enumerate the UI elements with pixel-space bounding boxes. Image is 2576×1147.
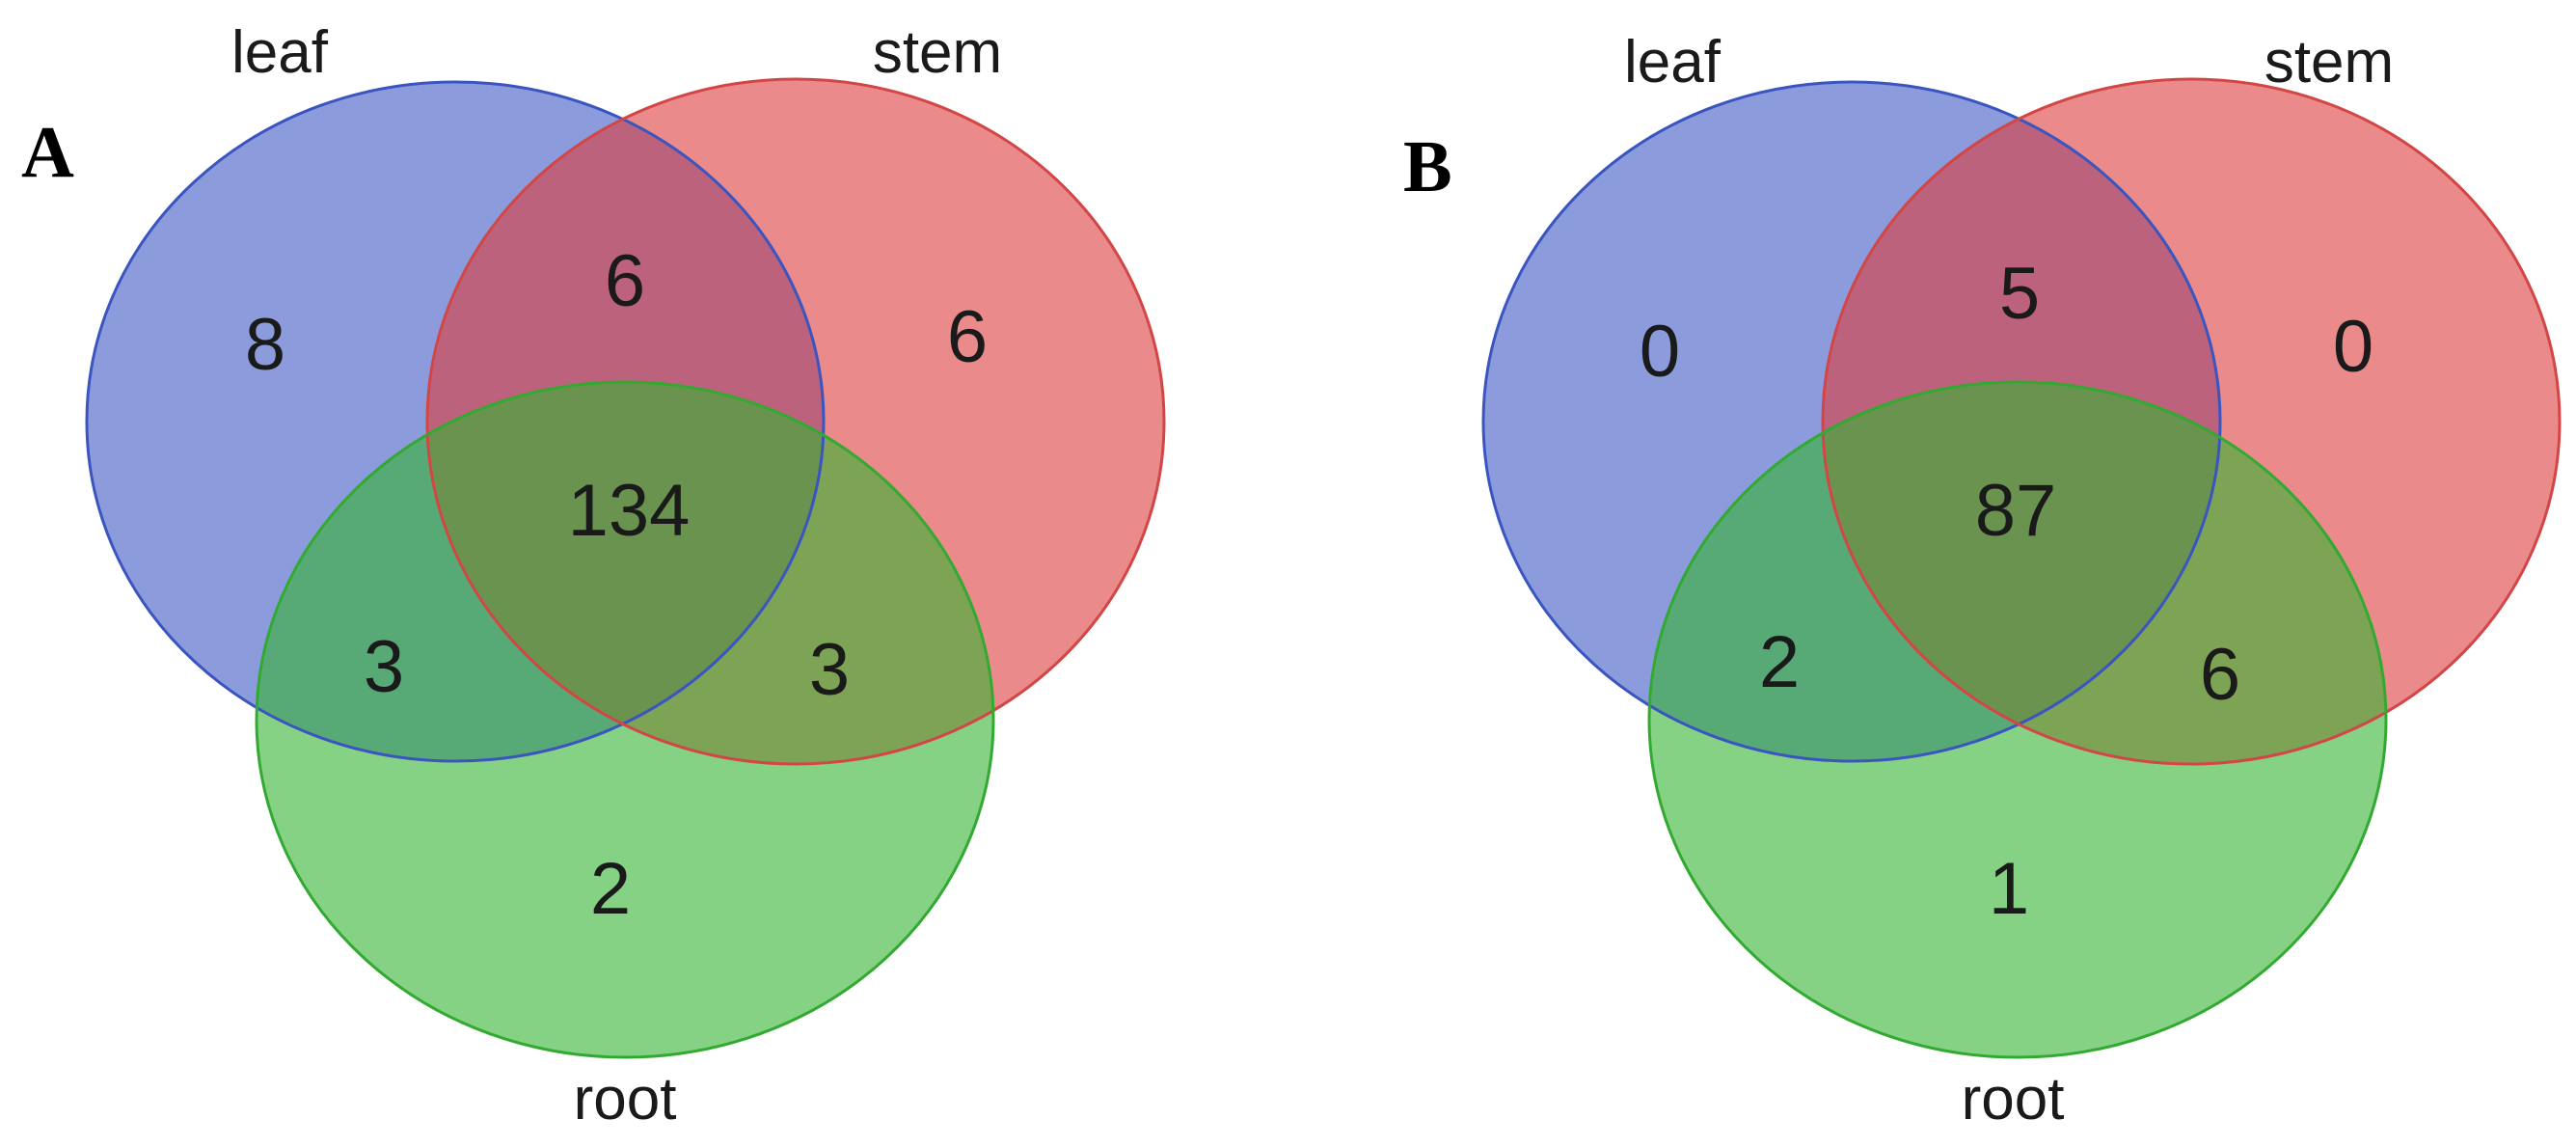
count-stem-root: 6 — [2200, 634, 2240, 716]
count-leaf-only: 8 — [245, 304, 285, 386]
count-leaf-stem: 5 — [1999, 253, 2040, 335]
stem-label: stem — [873, 19, 1002, 86]
panel-letter-b: B — [1403, 126, 1452, 207]
count-leaf-only: 0 — [1640, 311, 1680, 393]
panel-b: B leaf stem root 0 0 1 5 2 6 87 — [1403, 29, 2562, 1133]
count-root-only: 1 — [1989, 848, 2029, 930]
stem-circle-outline — [425, 77, 1166, 766]
stem-circle-outline — [1821, 77, 2562, 766]
count-all: 87 — [1975, 470, 2057, 552]
count-leaf-root: 2 — [1759, 621, 1800, 703]
leaf-label: leaf — [231, 19, 329, 86]
count-leaf-root: 3 — [364, 626, 404, 708]
root-circle — [257, 382, 993, 1057]
root-circle — [1649, 382, 2386, 1057]
root-circle-outline — [1647, 380, 2388, 1059]
count-all: 134 — [568, 470, 691, 552]
count-stem-root: 3 — [809, 629, 850, 711]
count-root-only: 2 — [590, 848, 631, 930]
leaf-circle-outline — [85, 80, 826, 763]
root-label: root — [574, 1066, 677, 1133]
count-leaf-stem: 6 — [605, 240, 645, 322]
root-circle-outline — [255, 380, 995, 1059]
root-label: root — [1962, 1066, 2065, 1133]
stem-label: stem — [2264, 29, 2394, 96]
panel-a: A leaf stem root 8 6 2 6 3 3 134 — [21, 19, 1166, 1133]
leaf-circle-outline — [1481, 80, 2222, 763]
panel-letter-a: A — [21, 112, 74, 193]
count-stem-only: 6 — [947, 296, 988, 378]
leaf-label: leaf — [1624, 29, 1722, 96]
count-stem-only: 0 — [2333, 306, 2373, 388]
